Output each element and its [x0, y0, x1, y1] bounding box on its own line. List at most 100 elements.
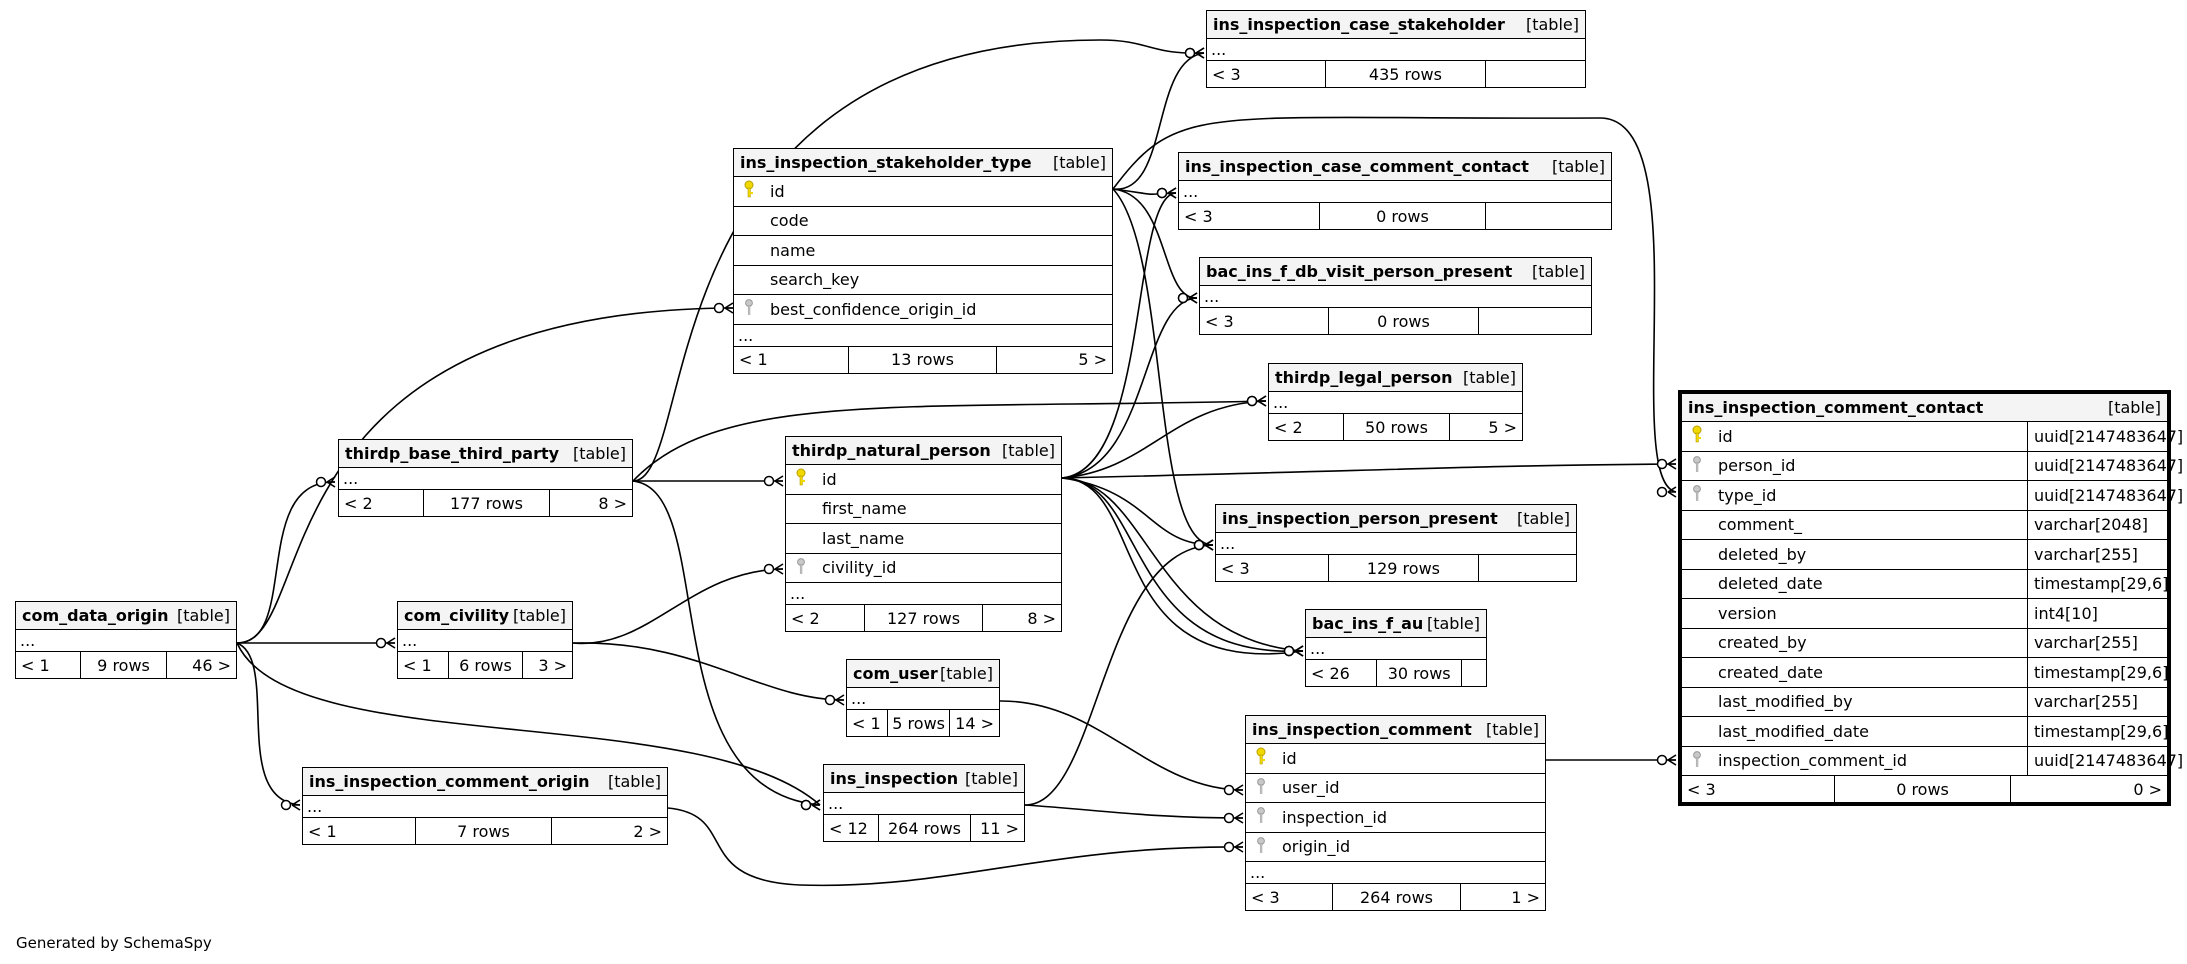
table-name[interactable]: ins_inspection_comment_contact — [1688, 398, 1984, 417]
table-name[interactable]: thirdp_legal_person — [1275, 368, 1453, 387]
parents-link[interactable]: < 3 — [1246, 884, 1334, 910]
more-columns-ellipsis[interactable]: ... — [303, 796, 667, 818]
parents-link[interactable]: < 3 — [1216, 555, 1330, 581]
parents-link[interactable]: < 3 — [1179, 203, 1321, 229]
table-header[interactable]: ins_inspection_stakeholder_type[table] — [734, 149, 1112, 177]
column-row[interactable]: id — [1246, 744, 1545, 774]
parents-link[interactable]: < 2 — [786, 605, 866, 631]
table-name[interactable]: ins_inspection_comment — [1252, 720, 1472, 739]
table-name[interactable]: thirdp_base_third_party — [345, 444, 560, 463]
table-name[interactable]: ins_inspection_comment_origin — [309, 772, 590, 791]
table-name[interactable]: ins_inspection_person_present — [1222, 509, 1498, 528]
more-columns-ellipsis[interactable]: ... — [734, 325, 1112, 347]
more-columns-ellipsis[interactable]: ... — [847, 688, 999, 710]
table-header[interactable]: ins_inspection_comment[table] — [1246, 716, 1545, 744]
table-ins-inspection-case-comment-contact[interactable]: ins_inspection_case_comment_contact[tabl… — [1178, 152, 1612, 230]
column-row[interactable]: user_id — [1246, 774, 1545, 803]
children-link[interactable]: 11 > — [980, 818, 1019, 838]
table-name[interactable]: bac_ins_f_au — [1312, 614, 1424, 633]
children-link[interactable]: 2 > — [633, 821, 662, 841]
more-columns-ellipsis[interactable]: ... — [824, 793, 1024, 815]
children-link[interactable]: 46 > — [192, 655, 231, 675]
parents-link[interactable]: < 3 — [1682, 776, 1836, 802]
column-row[interactable]: search_key — [734, 266, 1112, 295]
table-header[interactable]: thirdp_legal_person[table] — [1269, 364, 1522, 392]
table-header[interactable]: ins_inspection_person_present[table] — [1216, 505, 1576, 533]
children-link[interactable] — [1462, 660, 1486, 686]
table-header[interactable]: ins_inspection_case_stakeholder[table] — [1207, 11, 1585, 39]
children-link[interactable]: 3 > — [538, 655, 567, 675]
table-header[interactable]: ins_inspection_comment_contact[table] — [1682, 394, 2167, 422]
parents-link[interactable]: < 26 — [1306, 660, 1378, 686]
children-link[interactable]: 8 > — [1027, 608, 1056, 628]
table-header[interactable]: ins_inspection[table] — [824, 765, 1024, 793]
column-row[interactable]: comment_varchar[2048] — [1682, 510, 2167, 540]
parents-link[interactable]: < 1 — [303, 818, 417, 844]
children-link[interactable] — [1486, 61, 1585, 87]
table-header[interactable]: thirdp_base_third_party[table] — [339, 440, 632, 468]
more-columns-ellipsis[interactable]: ... — [1246, 862, 1545, 884]
column-row[interactable]: last_name — [786, 524, 1061, 554]
parents-link[interactable]: < 2 — [339, 490, 425, 516]
children-link[interactable] — [1479, 555, 1576, 581]
column-row[interactable]: origin_id — [1246, 833, 1545, 862]
table-ins-inspection-person-present[interactable]: ins_inspection_person_present[table]...<… — [1215, 504, 1577, 582]
column-row[interactable]: id — [786, 465, 1061, 495]
table-name[interactable]: com_civility — [404, 606, 510, 625]
more-columns-ellipsis[interactable]: ... — [786, 583, 1061, 605]
more-columns-ellipsis[interactable]: ... — [1269, 392, 1522, 414]
column-row[interactable]: civility_id — [786, 554, 1061, 583]
table-ins-inspection-case-stakeholder[interactable]: ins_inspection_case_stakeholder[table]..… — [1206, 10, 1586, 88]
table-ins-inspection-stakeholder-type[interactable]: ins_inspection_stakeholder_type[table]id… — [733, 148, 1113, 374]
column-row[interactable]: code — [734, 207, 1112, 236]
column-row[interactable]: name — [734, 236, 1112, 266]
table-header[interactable]: com_civility[table] — [398, 602, 572, 630]
parents-link[interactable]: < 2 — [1269, 414, 1345, 440]
column-row[interactable]: first_name — [786, 495, 1061, 524]
more-columns-ellipsis[interactable]: ... — [16, 630, 236, 652]
column-row[interactable]: id — [734, 177, 1112, 207]
parents-link[interactable]: < 1 — [847, 710, 889, 736]
more-columns-ellipsis[interactable]: ... — [339, 468, 632, 490]
children-link[interactable] — [1486, 203, 1611, 229]
parents-link[interactable]: < 3 — [1207, 61, 1327, 87]
table-name[interactable]: ins_inspection — [830, 769, 959, 788]
parents-link[interactable]: < 3 — [1200, 308, 1330, 334]
table-name[interactable]: thirdp_natural_person — [792, 441, 991, 460]
more-columns-ellipsis[interactable]: ... — [1179, 181, 1611, 203]
children-link[interactable] — [1479, 308, 1591, 334]
table-header[interactable]: ins_inspection_case_comment_contact[tabl… — [1179, 153, 1611, 181]
children-link[interactable]: 14 > — [955, 713, 994, 733]
table-header[interactable]: bac_ins_f_db_visit_person_present[table] — [1200, 258, 1591, 286]
table-header[interactable]: com_user[table] — [847, 660, 999, 688]
table-name[interactable]: com_user — [853, 664, 938, 683]
parents-link[interactable]: < 1 — [16, 652, 82, 678]
parents-link[interactable]: < 1 — [398, 652, 450, 678]
children-link[interactable]: 5 > — [1078, 350, 1107, 369]
children-link[interactable]: 1 > — [1511, 887, 1540, 907]
table-name[interactable]: ins_inspection_stakeholder_type — [740, 153, 1032, 172]
more-columns-ellipsis[interactable]: ... — [1216, 533, 1576, 555]
more-columns-ellipsis[interactable]: ... — [398, 630, 572, 652]
table-name[interactable]: bac_ins_f_db_visit_person_present — [1206, 262, 1513, 281]
children-link[interactable]: 5 > — [1488, 417, 1517, 437]
table-name[interactable]: com_data_origin — [22, 606, 169, 625]
table-header[interactable]: bac_ins_f_au[table] — [1306, 610, 1486, 638]
